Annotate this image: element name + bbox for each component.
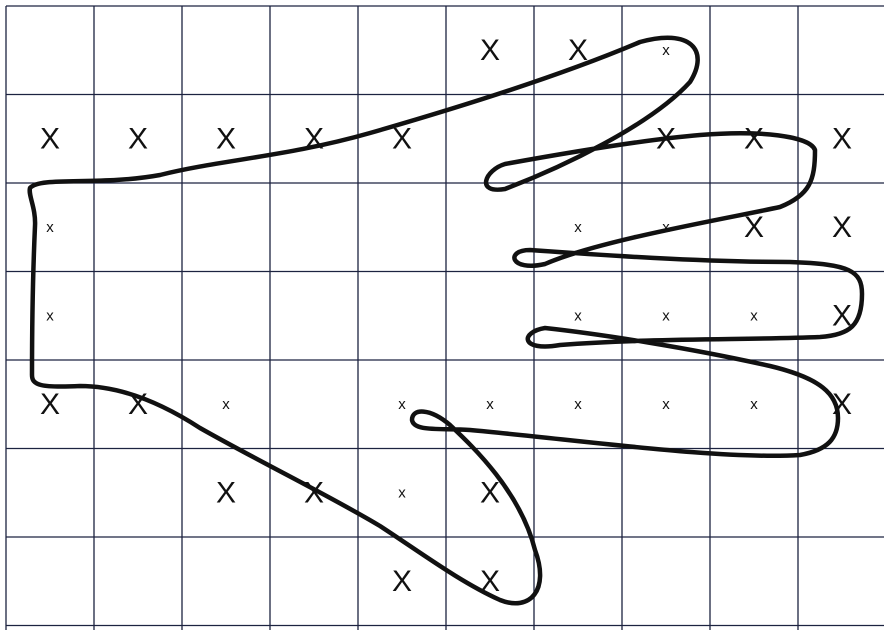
large-x-mark: X [744, 211, 764, 244]
large-x-mark: X [216, 476, 236, 509]
small-x-mark: x [662, 396, 670, 413]
small-x-mark: x [222, 396, 230, 413]
large-x-mark: X [216, 122, 236, 155]
large-x-mark: X [832, 211, 852, 244]
small-x-mark: x [46, 219, 54, 236]
small-x-mark: x [662, 219, 670, 236]
small-x-mark: x [750, 307, 758, 324]
small-x-mark: x [662, 307, 670, 324]
small-x-mark: x [574, 396, 582, 413]
large-x-mark: X [304, 122, 324, 155]
small-x-mark: x [750, 396, 758, 413]
large-x-mark: X [480, 34, 500, 67]
large-x-mark: X [744, 122, 764, 155]
large-x-mark: X [656, 122, 676, 155]
large-x-mark: X [480, 565, 500, 598]
small-x-mark: x [486, 396, 494, 413]
small-x-mark: x [398, 484, 406, 501]
small-x-mark: x [46, 307, 54, 324]
large-x-mark: X [40, 122, 60, 155]
large-x-mark: X [128, 388, 148, 421]
large-x-mark: X [832, 388, 852, 421]
small-x-mark: x [398, 396, 406, 413]
small-x-mark: x [662, 42, 670, 59]
large-x-mark: X [128, 122, 148, 155]
large-x-mark: X [304, 476, 324, 509]
large-x-mark: X [832, 122, 852, 155]
small-x-mark: x [574, 307, 582, 324]
large-x-mark: X [568, 34, 588, 67]
large-x-mark: X [392, 565, 412, 598]
large-x-mark: X [832, 299, 852, 332]
large-x-mark: X [392, 122, 412, 155]
large-x-mark: X [40, 388, 60, 421]
small-x-mark: x [574, 219, 582, 236]
large-x-mark: X [480, 476, 500, 509]
